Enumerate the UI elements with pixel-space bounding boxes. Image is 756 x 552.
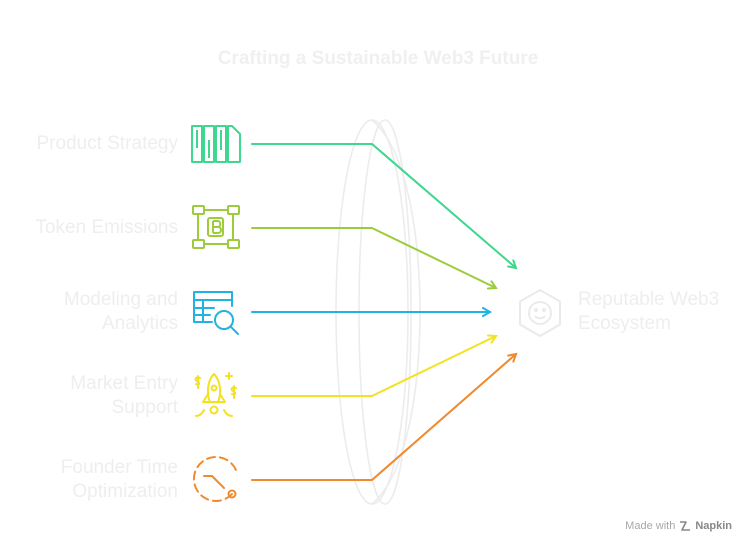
label-product-strategy: Product Strategy <box>36 132 178 156</box>
label-line: Founder Time <box>60 457 178 478</box>
label-line: Analytics <box>101 313 178 334</box>
diagram-title: Crafting a Sustainable Web3 Future <box>217 48 539 69</box>
target-label: Reputable Web3 Ecosystem <box>578 288 719 336</box>
connector-product-strategy <box>251 143 516 268</box>
connector-token-emissions <box>251 227 496 288</box>
napkin-brand: Napkin <box>695 520 732 532</box>
made-with-text: Made with <box>625 520 676 532</box>
label-line: Modeling and <box>63 289 178 310</box>
napkin-logo-icon <box>680 521 691 531</box>
connector-market-entry <box>251 336 496 397</box>
label-line: Support <box>111 397 178 418</box>
spreadsheet-search-icon <box>193 291 239 335</box>
label-line: Ecosystem <box>578 313 671 334</box>
smiley-hexagon-icon <box>519 289 561 337</box>
label-founder-time: Founder Time Optimization <box>61 456 178 504</box>
label-line: Market Entry <box>70 373 178 394</box>
label-line: Optimization <box>72 481 178 502</box>
label-line: Product Strategy <box>36 133 178 154</box>
label-modeling-analytics: Modeling and Analytics <box>64 288 178 336</box>
napkin-footer[interactable]: Made with Napkin <box>625 520 732 532</box>
label-line: Token Emissions <box>35 217 178 238</box>
rocket-dollar-icon <box>194 372 237 417</box>
connectors <box>251 143 516 481</box>
connector-founder-time <box>251 354 516 481</box>
label-token-emissions: Token Emissions <box>35 216 178 240</box>
bar-columns-icon <box>191 125 241 163</box>
bitcoin-network-icon <box>192 205 240 249</box>
stopwatch-icon <box>192 456 237 502</box>
label-market-entry: Market Entry Support <box>70 372 178 420</box>
label-line: Reputable Web3 <box>578 289 720 310</box>
